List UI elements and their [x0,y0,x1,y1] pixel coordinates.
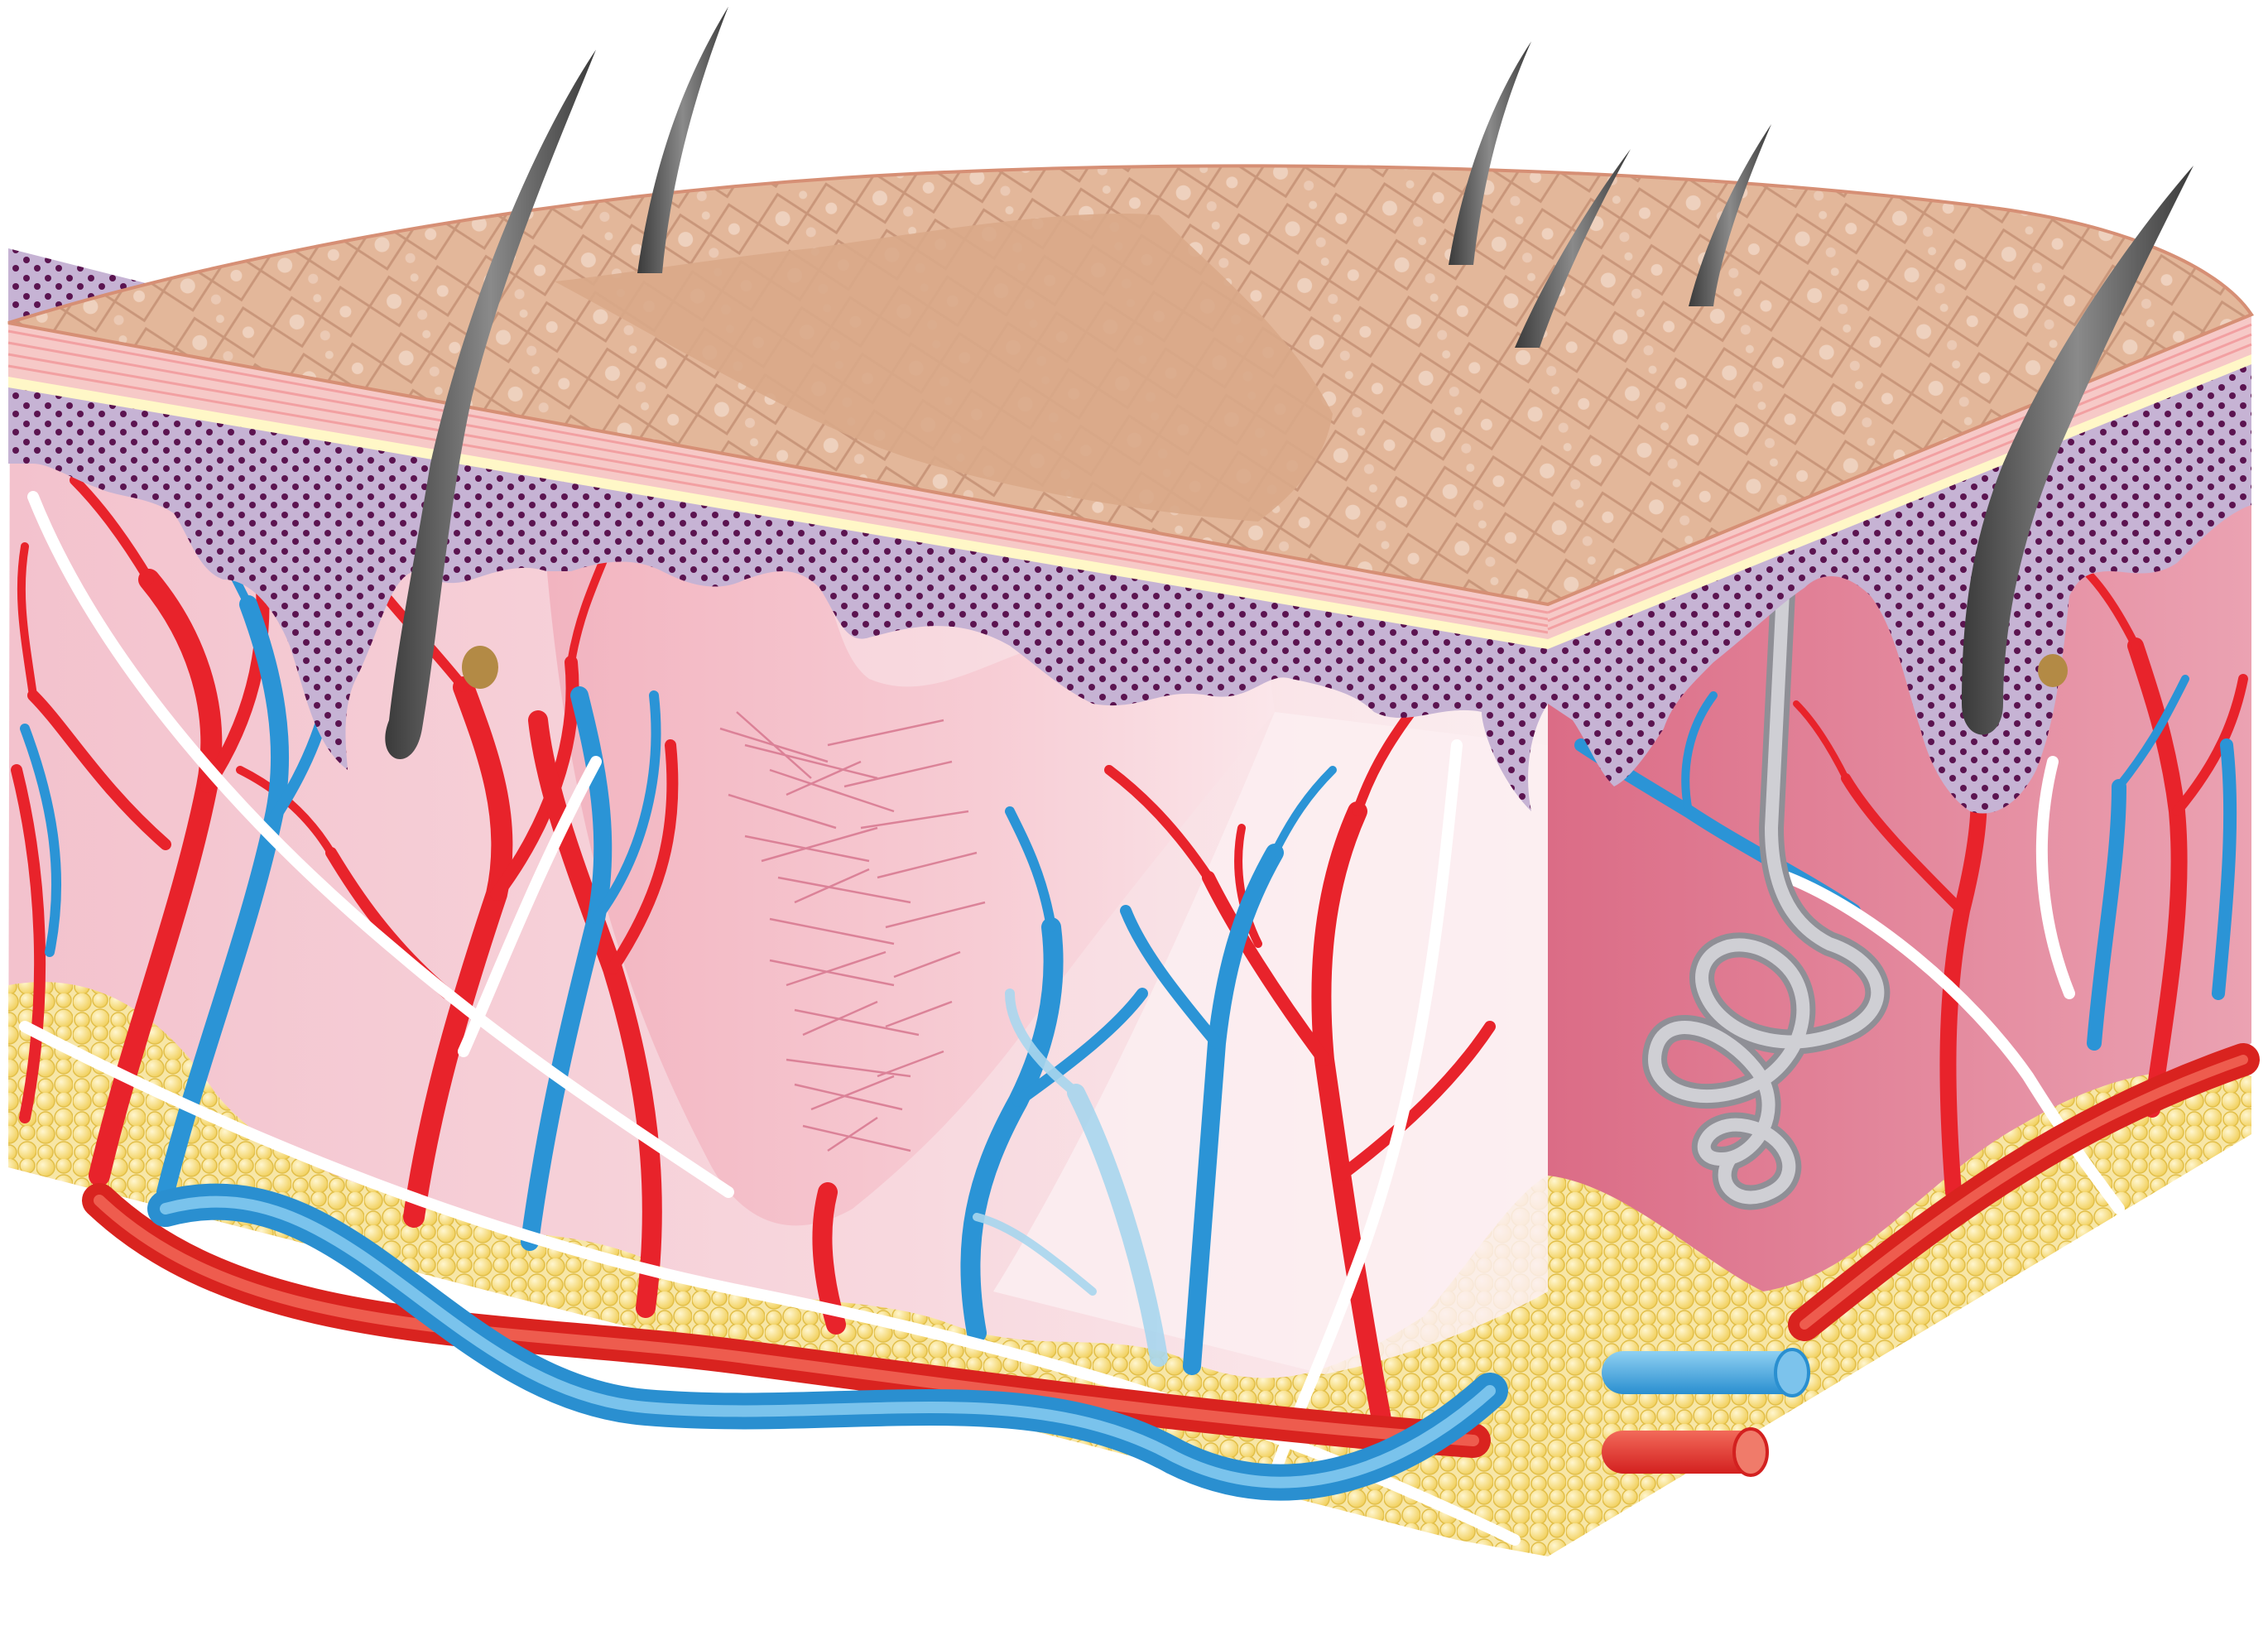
stratum-lucidum-right [1548,354,2251,649]
hair-4 [1515,149,1631,348]
hair-2 [637,7,728,273]
dermis-right-face [1548,364,2251,1556]
hair-follicles [385,7,2194,760]
sebaceous-gland-left [462,646,498,689]
epidermis-basal-layer-right [1548,356,2251,814]
artery-cut-end [1602,1427,1769,1477]
hair-5 [1689,124,1771,306]
stratum-lucidum-front [8,377,1548,649]
sebaceous-gland-right [2038,654,2068,687]
pale-vessels-in-scar [973,988,1168,1367]
stratum-lines-right [1547,323,2252,631]
sweat-gland [1642,310,1891,1210]
sebaceous-glands [462,646,2068,689]
hair-3 [1449,41,1531,265]
deep-artery-right [1788,1043,2260,1341]
deep-artery [82,1183,1491,1458]
deep-vein [147,1183,1508,1501]
hair-1 [385,50,596,760]
pale-dermis-region [993,712,1548,1374]
stratum-lines-front [7,329,1549,634]
scar-tissue [546,547,1275,1226]
hair-6 [1962,166,2194,735]
veins-front [20,509,1337,1375]
scar-fibers [719,711,986,1152]
vein-cut-end [1602,1348,1810,1397]
scar-surface-patch [555,214,1333,522]
